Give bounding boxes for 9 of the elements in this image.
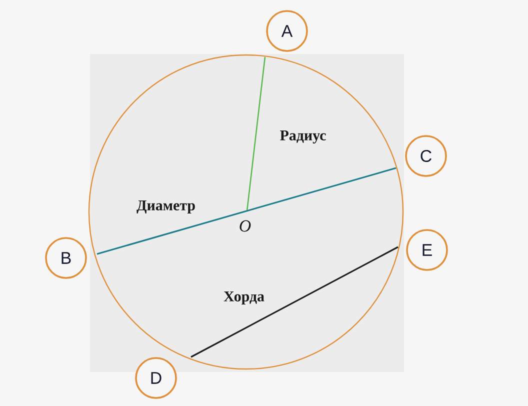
point-label: B — [45, 237, 87, 279]
point-label: E — [406, 229, 448, 271]
point-label: C — [405, 135, 447, 177]
line-label: Диаметр — [136, 200, 195, 214]
point-label: D — [135, 357, 177, 399]
line-label: Хорда — [224, 292, 264, 304]
center-label: O — [240, 220, 251, 232]
point-label: A — [266, 10, 308, 52]
line-label: Радиус — [280, 130, 326, 144]
